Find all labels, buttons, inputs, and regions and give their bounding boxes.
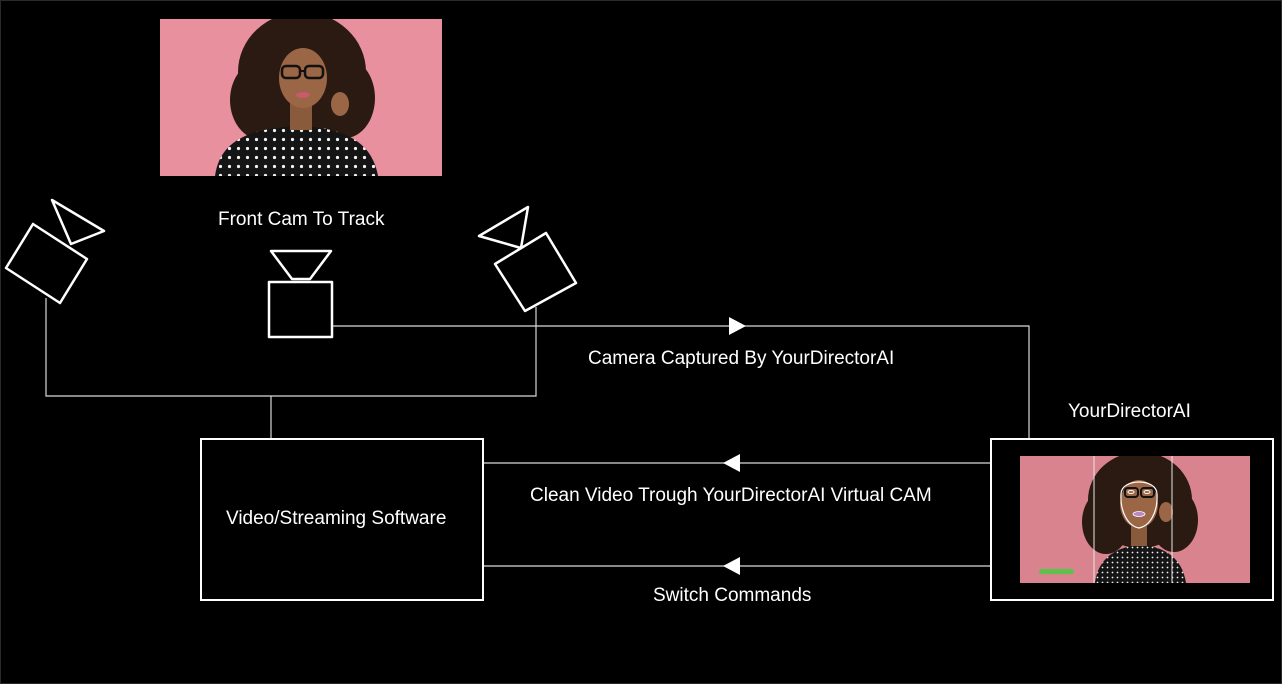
switch-commands-label: Switch Commands (653, 585, 812, 606)
arrow-right-icon (729, 317, 746, 335)
arrow-left-icon (723, 454, 740, 472)
front-cam-label: Front Cam To Track (218, 209, 385, 230)
camera-left-icon (4, 198, 106, 305)
camera-right-icon (477, 205, 578, 313)
captured-label: Camera Captured By YourDirectorAI (588, 348, 895, 369)
software-label: Video/Streaming Software (226, 508, 447, 529)
front-cam-photo (160, 19, 442, 176)
progress-bar (1039, 569, 1074, 574)
arrow-left-icon (723, 557, 740, 575)
camera-center-icon (267, 249, 334, 339)
app-preview-image (1020, 456, 1250, 583)
app-label: YourDirectorAI (1068, 401, 1191, 422)
connection-lines (45, 298, 1030, 567)
software-box (200, 438, 484, 601)
app-box (990, 438, 1274, 601)
clean-video-label: Clean Video Trough YourDirectorAI Virtua… (530, 485, 932, 506)
